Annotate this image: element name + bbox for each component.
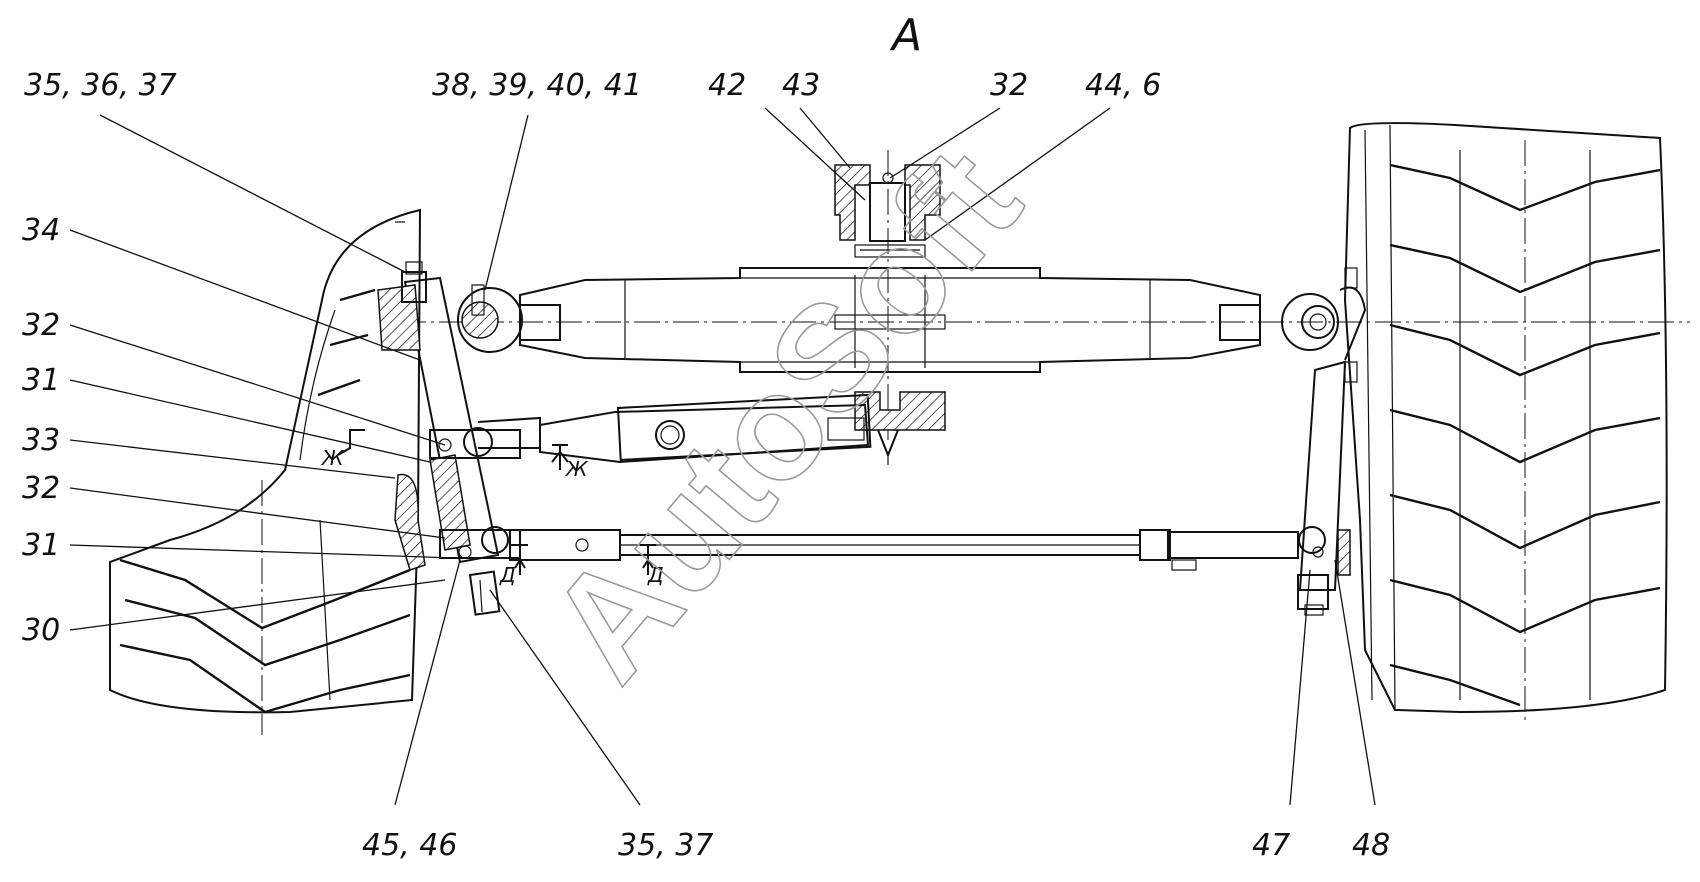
callout-32-b: 32 bbox=[22, 471, 60, 506]
left-knuckle bbox=[377, 261, 523, 616]
view-label: A bbox=[889, 10, 922, 61]
section-mark-d-right: Д bbox=[647, 563, 664, 587]
callout-42: 42 bbox=[708, 68, 746, 103]
section-mark-zh-left: Ж bbox=[320, 446, 345, 470]
lower-pivot-assembly bbox=[854, 391, 946, 465]
right-wheel bbox=[1343, 122, 1668, 720]
callout-31-b: 31 bbox=[22, 528, 60, 563]
callout-31-a: 31 bbox=[22, 363, 60, 398]
section-marks: Ж Ж Д Д bbox=[320, 429, 664, 587]
top-pivot-assembly bbox=[834, 150, 941, 440]
section-mark-d-left: Д bbox=[499, 563, 516, 587]
callout-32-top: 32 bbox=[990, 68, 1028, 103]
callout-35-37: 35, 37 bbox=[618, 828, 713, 863]
callout-30: 30 bbox=[22, 613, 60, 648]
callout-45-46: 45, 46 bbox=[362, 828, 457, 863]
callout-43: 43 bbox=[782, 68, 820, 103]
watermark: AutoSoft bbox=[516, 118, 1052, 711]
right-knuckle bbox=[1281, 267, 1367, 616]
callout-38-39-40-41: 38, 39, 40, 41 bbox=[432, 68, 642, 103]
section-mark-zh-right: Ж bbox=[564, 457, 589, 481]
callout-44-6: 44, 6 bbox=[1085, 68, 1161, 103]
callout-35-36-37: 35, 36, 37 bbox=[24, 68, 177, 103]
left-wheel bbox=[109, 208, 422, 735]
callout-34: 34 bbox=[22, 213, 60, 248]
callout-32-a: 32 bbox=[22, 308, 60, 343]
leader-lines bbox=[69, 107, 1376, 806]
callout-47: 47 bbox=[1252, 828, 1290, 863]
axle-beam bbox=[519, 267, 1261, 373]
callout-48: 48 bbox=[1352, 828, 1390, 863]
callout-33: 33 bbox=[22, 423, 60, 458]
